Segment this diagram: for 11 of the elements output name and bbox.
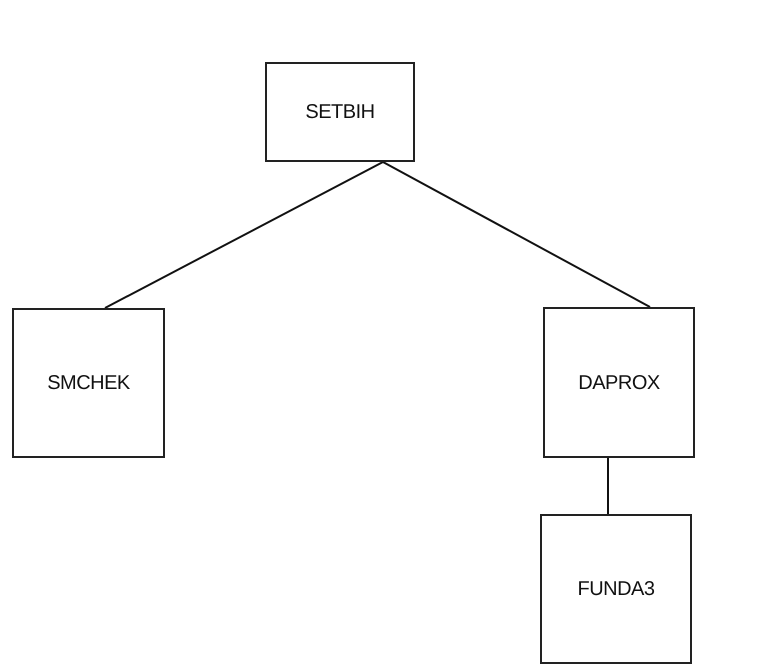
module-name: DAPROX	[578, 370, 660, 396]
connector-line	[382, 161, 650, 308]
module-name: SMCHEK	[47, 371, 130, 396]
module-box	[12, 308, 165, 458]
connector-line	[104, 161, 384, 309]
module-box	[265, 62, 415, 162]
module-name: FUNDA3	[577, 577, 654, 602]
connector-line	[607, 458, 609, 514]
module-name: SETBIH	[305, 100, 375, 125]
module-box	[543, 307, 695, 458]
module-box	[540, 514, 692, 664]
